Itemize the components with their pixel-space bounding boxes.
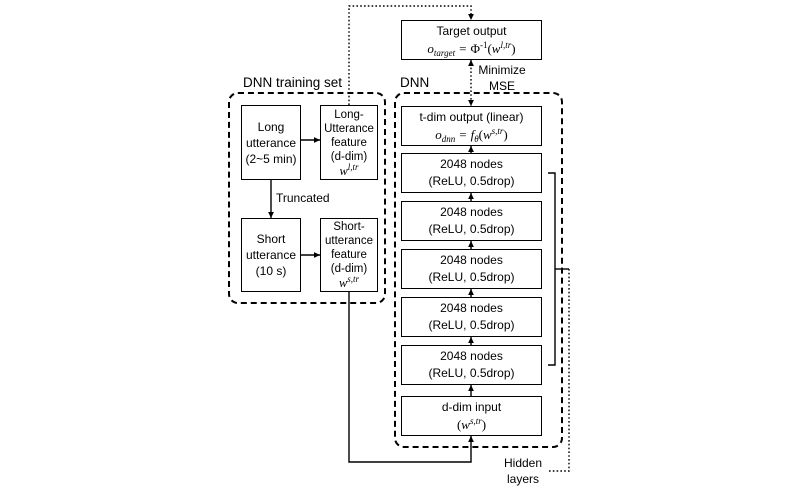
minimize-label-line: MSE: [488, 79, 515, 93]
hidden-layer-box: 2048 nodes (ReLU, 0.5drop): [401, 345, 542, 385]
dnn-input-symbol: (ws,tr): [457, 416, 486, 433]
formula-lhs-symbol: o: [427, 41, 434, 56]
dnn-output-layer-box: t-dim output (linear) odnn=fθ(ws,tr): [401, 106, 542, 146]
formula-open-paren: (: [478, 127, 483, 142]
dnn-output-formula: odnn=fθ(ws,tr): [435, 126, 508, 144]
hidden-layers-label: Hidden layers: [498, 455, 548, 487]
training-set-title: DNN training set: [243, 75, 343, 90]
long-feature-symbol: wl,tr: [339, 161, 359, 178]
long-utterance-line: (2~5 min): [245, 151, 297, 166]
short-utterance-line: utterance: [245, 248, 297, 262]
long-utterance-box: Long utterance (2~5 min): [241, 105, 301, 180]
minimize-mse-label: Minimize MSE: [474, 62, 530, 94]
formula-lhs-symbol: o: [435, 127, 442, 142]
hidden-layer-box: 2048 nodes (ReLU, 0.5drop): [401, 249, 542, 289]
short-feature-line: utterance: [325, 235, 373, 247]
truncated-label: Truncated: [276, 191, 330, 205]
dotted-arrow-long-feature-to-target: [348, 5, 474, 105]
formula-equals-sign: =: [459, 41, 467, 56]
hidden-layers-label-line: Hidden: [503, 456, 543, 470]
short-feature-line: (d-dim): [330, 263, 368, 275]
dnn-title: DNN: [400, 75, 430, 90]
short-utterance-feature-box: Short- utterance feature (d-dim) ws,tr: [320, 218, 378, 292]
formula-close-paren: ): [511, 41, 516, 56]
formula-argument-symbol: w: [482, 127, 492, 142]
formula-argument-symbol: w: [491, 41, 501, 56]
formula-open-paren: (: [487, 41, 492, 56]
hidden-layer-units: 2048 nodes: [440, 301, 503, 315]
dnn-input-title: d-dim input: [441, 400, 502, 414]
dnn-input-layer-box: d-dim input (ws,tr): [401, 396, 542, 436]
minimize-label-line: Minimize: [478, 63, 526, 77]
hidden-layer-units: 2048 nodes: [440, 205, 503, 219]
formula-function-subscript: θ: [474, 134, 479, 144]
hidden-layers-bracket: [548, 172, 556, 366]
symbol-base: w: [339, 163, 348, 178]
formula-close-paren: ): [503, 127, 508, 142]
target-output-formula: otarget=Φ-1(wl,tr): [427, 40, 516, 58]
short-feature-symbol: ws,tr: [338, 274, 360, 291]
long-utterance-feature-box: Long- Utterance feature (d-dim) wl,tr: [320, 105, 378, 180]
formula-lhs-subscript: dnn: [441, 134, 456, 144]
formula-argument-superscript: s,tr: [491, 126, 504, 136]
hidden-layer-units: 2048 nodes: [440, 349, 503, 363]
hidden-layer-box: 2048 nodes (ReLU, 0.5drop): [401, 201, 542, 241]
hidden-layer-box: 2048 nodes (ReLU, 0.5drop): [401, 297, 542, 337]
long-utterance-line: Long: [257, 119, 285, 134]
symbol-close-paren: ): [481, 417, 487, 432]
long-feature-line: feature: [331, 136, 367, 149]
hidden-layer-config: (ReLU, 0.5drop): [428, 270, 515, 284]
hidden-layer-config: (ReLU, 0.5drop): [428, 222, 515, 236]
target-output-box: Target output otarget=Φ-1(wl,tr): [401, 20, 542, 60]
hidden-layer-units: 2048 nodes: [440, 157, 503, 171]
symbol-base: w: [461, 417, 470, 432]
hidden-layer-box: 2048 nodes (ReLU, 0.5drop): [401, 153, 542, 193]
training-set-group: [228, 92, 386, 304]
long-feature-line: Utterance: [324, 122, 374, 135]
symbol-open-paren: (: [456, 417, 462, 432]
hidden-layer-units: 2048 nodes: [440, 253, 503, 267]
short-utterance-box: Short utterance (10 s): [241, 218, 301, 292]
symbol-superscript: s,tr: [347, 274, 360, 284]
long-utterance-line: utterance: [245, 135, 297, 150]
dnn-output-title: t-dim output (linear): [419, 110, 524, 124]
dnn-group: [394, 92, 563, 448]
formula-function-symbol: Φ: [470, 41, 480, 56]
symbol-superscript: l,tr: [347, 161, 359, 172]
formula-equals-sign: =: [459, 127, 467, 142]
hidden-layer-config: (ReLU, 0.5drop): [428, 318, 515, 332]
target-output-title: Target output: [436, 24, 507, 38]
arrow-short-feature-to-dnn-input: [348, 292, 474, 463]
symbol-base: w: [338, 276, 348, 290]
short-feature-line: feature: [331, 249, 367, 261]
short-utterance-line: Short: [256, 232, 286, 246]
formula-function-symbol: f: [470, 127, 475, 142]
long-feature-line: Long-: [334, 108, 364, 121]
hidden-layer-config: (ReLU, 0.5drop): [428, 174, 515, 188]
short-utterance-line: (10 s): [255, 264, 287, 278]
hidden-layers-label-line: layers: [506, 472, 539, 486]
long-feature-line: (d-dim): [330, 150, 368, 163]
dotted-leader-to-hidden-layers-label: [547, 269, 570, 472]
short-feature-line: Short-: [333, 221, 365, 233]
formula-argument-superscript: l,tr: [500, 40, 512, 50]
symbol-superscript: s,tr: [469, 416, 482, 426]
formula-function-superscript: -1: [479, 40, 488, 50]
formula-lhs-subscript: target: [433, 48, 456, 58]
hidden-layer-config: (ReLU, 0.5drop): [428, 366, 515, 380]
